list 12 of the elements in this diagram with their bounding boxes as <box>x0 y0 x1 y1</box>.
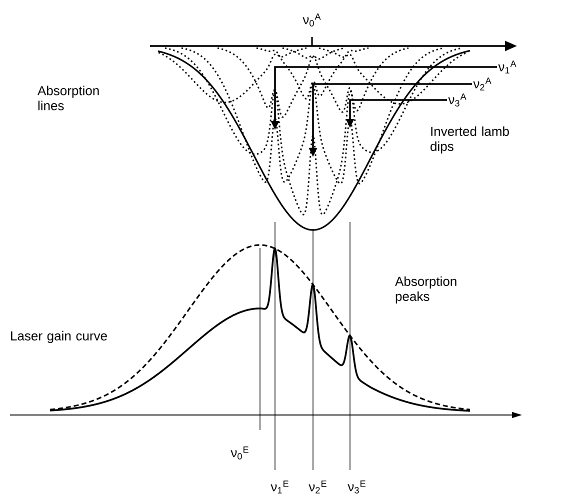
frequency-label: ν$_{0}$E <box>230 446 248 460</box>
annotation-text: Inverted lamb dips <box>430 126 509 154</box>
annotation-text: Absorption peaks <box>395 276 456 304</box>
frequency-label: ν$_{2}$A <box>473 78 492 90</box>
frequency-label: ν$_{0}$A <box>302 14 321 26</box>
frequency-label: ν$_{1}$E <box>270 480 288 494</box>
frequency-label: ν$_{3}$A <box>448 94 466 106</box>
frequency-label: ν$_{2}$E <box>308 480 326 494</box>
annotation-text: Absorption lines <box>38 86 99 110</box>
frequency-label: ν$_{1}$A <box>498 60 516 74</box>
annotation-text: Laser gain curve <box>11 330 107 344</box>
frequency-label: ν$_{3}$E <box>348 480 366 494</box>
